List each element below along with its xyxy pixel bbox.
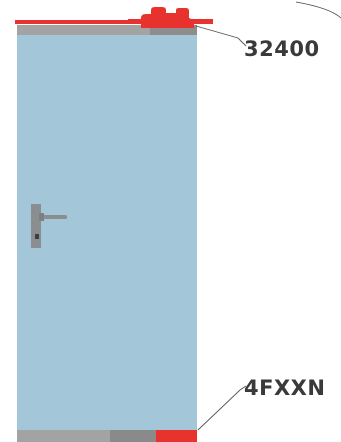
door-handle-icon — [31, 204, 67, 248]
bottom-part-code-label: 4FXXN — [244, 376, 326, 400]
door-closer-icon — [128, 7, 213, 28]
top-frame — [17, 25, 197, 35]
bottom-seal-highlight — [156, 430, 197, 442]
bottom-leader-line — [197, 385, 247, 431]
top-leader-line — [195, 25, 247, 47]
top-frame-shade — [150, 25, 197, 35]
door-panel — [17, 25, 197, 430]
top-rail-highlight — [15, 20, 213, 24]
background-arc — [295, 1, 341, 19]
bottom-frame-shade — [110, 430, 158, 442]
top-part-code-label: 32400 — [244, 37, 320, 61]
